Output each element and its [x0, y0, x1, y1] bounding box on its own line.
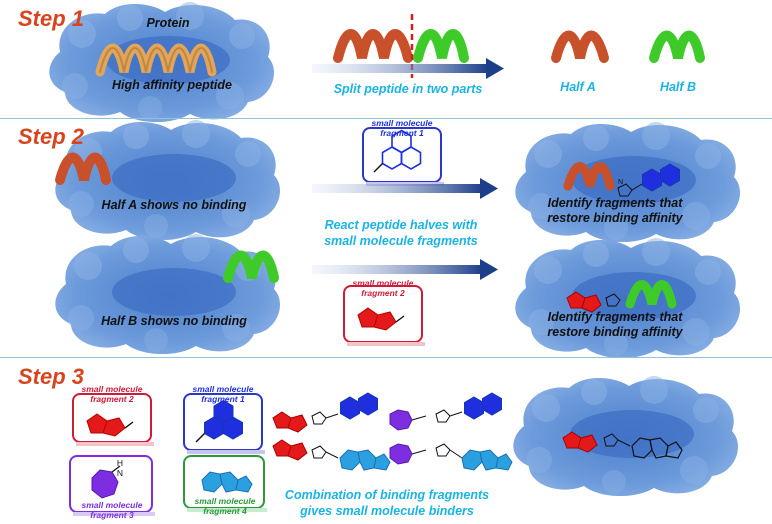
identify-fragments-bottom-line2: restore binding affinity — [547, 325, 683, 339]
identify-fragments-top-line1: Identify fragments that — [547, 196, 683, 210]
step3-fragment-4 — [183, 455, 267, 512]
step3-protein-final — [513, 376, 739, 497]
divider-step1-step2 — [0, 118, 772, 119]
step3-fragment-4-label-line2: fragment 4 — [203, 506, 247, 516]
combination-label-line1: Combination of binding fragments — [284, 488, 490, 502]
step3-fragment-3 — [69, 455, 155, 516]
identify-fragments-top-line2: restore binding affinity — [547, 211, 683, 225]
react-peptide-label-line2: small molecule fragments — [324, 234, 478, 248]
step-3-label: Step 3 — [18, 364, 85, 389]
step2-protein-half-b — [55, 234, 281, 355]
step2-half-a-helix — [55, 152, 111, 185]
combo-molecule-2 — [389, 392, 502, 431]
half-b-helix — [649, 30, 705, 63]
combo-molecule-4 — [389, 443, 513, 471]
step3-fragment-1-label-line2: fragment 1 — [201, 394, 245, 404]
step3-fragment-3-label-line1: small molecule — [81, 500, 143, 510]
step3-fragment-2-label-line2: fragment 2 — [90, 394, 134, 404]
step2-arrow-bottom — [312, 259, 498, 280]
combination-label-line2: gives small molecule binders — [300, 504, 474, 518]
protein-label: Protein — [146, 16, 190, 30]
step3-fragment-4-label-line1: small molecule — [194, 496, 256, 506]
half-a-helix — [551, 30, 609, 63]
step2-half-b-helix — [223, 250, 279, 283]
combo-molecule-3 — [272, 439, 391, 471]
half-a-label: Half A — [560, 80, 596, 94]
split-peptide-label: Split peptide in two parts — [333, 82, 483, 96]
fragment-2-box — [343, 285, 425, 346]
identify-fragments-bottom-line1: Identify fragments that — [547, 310, 683, 324]
fragment-2-label-line2: fragment 2 — [361, 288, 405, 298]
step3-fragment-1-label-line1: small molecule — [192, 384, 254, 394]
svg-text:N: N — [618, 179, 623, 186]
step3-fragment-1 — [183, 393, 265, 454]
high-affinity-peptide-label: High affinity peptide — [112, 78, 232, 92]
half-a-no-binding-label: Half A shows no binding — [101, 198, 247, 212]
combo-molecule-1 — [272, 392, 378, 433]
step3-fragment-2 — [72, 393, 154, 446]
step3-fragment-2-label-line1: small molecule — [81, 384, 143, 394]
half-b-label: Half B — [659, 80, 697, 94]
step3-fragment-3-label-line2: fragment 3 — [90, 510, 134, 520]
step-2-label: Step 2 — [18, 124, 85, 149]
fragment-1-label-line1: small molecule — [371, 118, 433, 128]
react-peptide-label-line1: React peptide halves with — [324, 218, 478, 232]
nh-group-label: H N — [116, 458, 124, 478]
step2-protein-bound-b — [515, 238, 741, 359]
divider-step2-step3 — [0, 357, 772, 358]
fragment-1-label-line2: fragment 1 — [380, 128, 424, 138]
high-affinity-peptide-helix — [95, 43, 217, 77]
step2-protein-bound-a: N — [515, 122, 741, 243]
fragment-2-label-line1: small molecule — [352, 278, 414, 288]
half-b-no-binding-label: Half B shows no binding — [101, 314, 247, 328]
step-1-label: Step 1 — [18, 6, 85, 31]
step1-arrow — [312, 58, 504, 79]
step2-arrow-top — [312, 178, 498, 199]
